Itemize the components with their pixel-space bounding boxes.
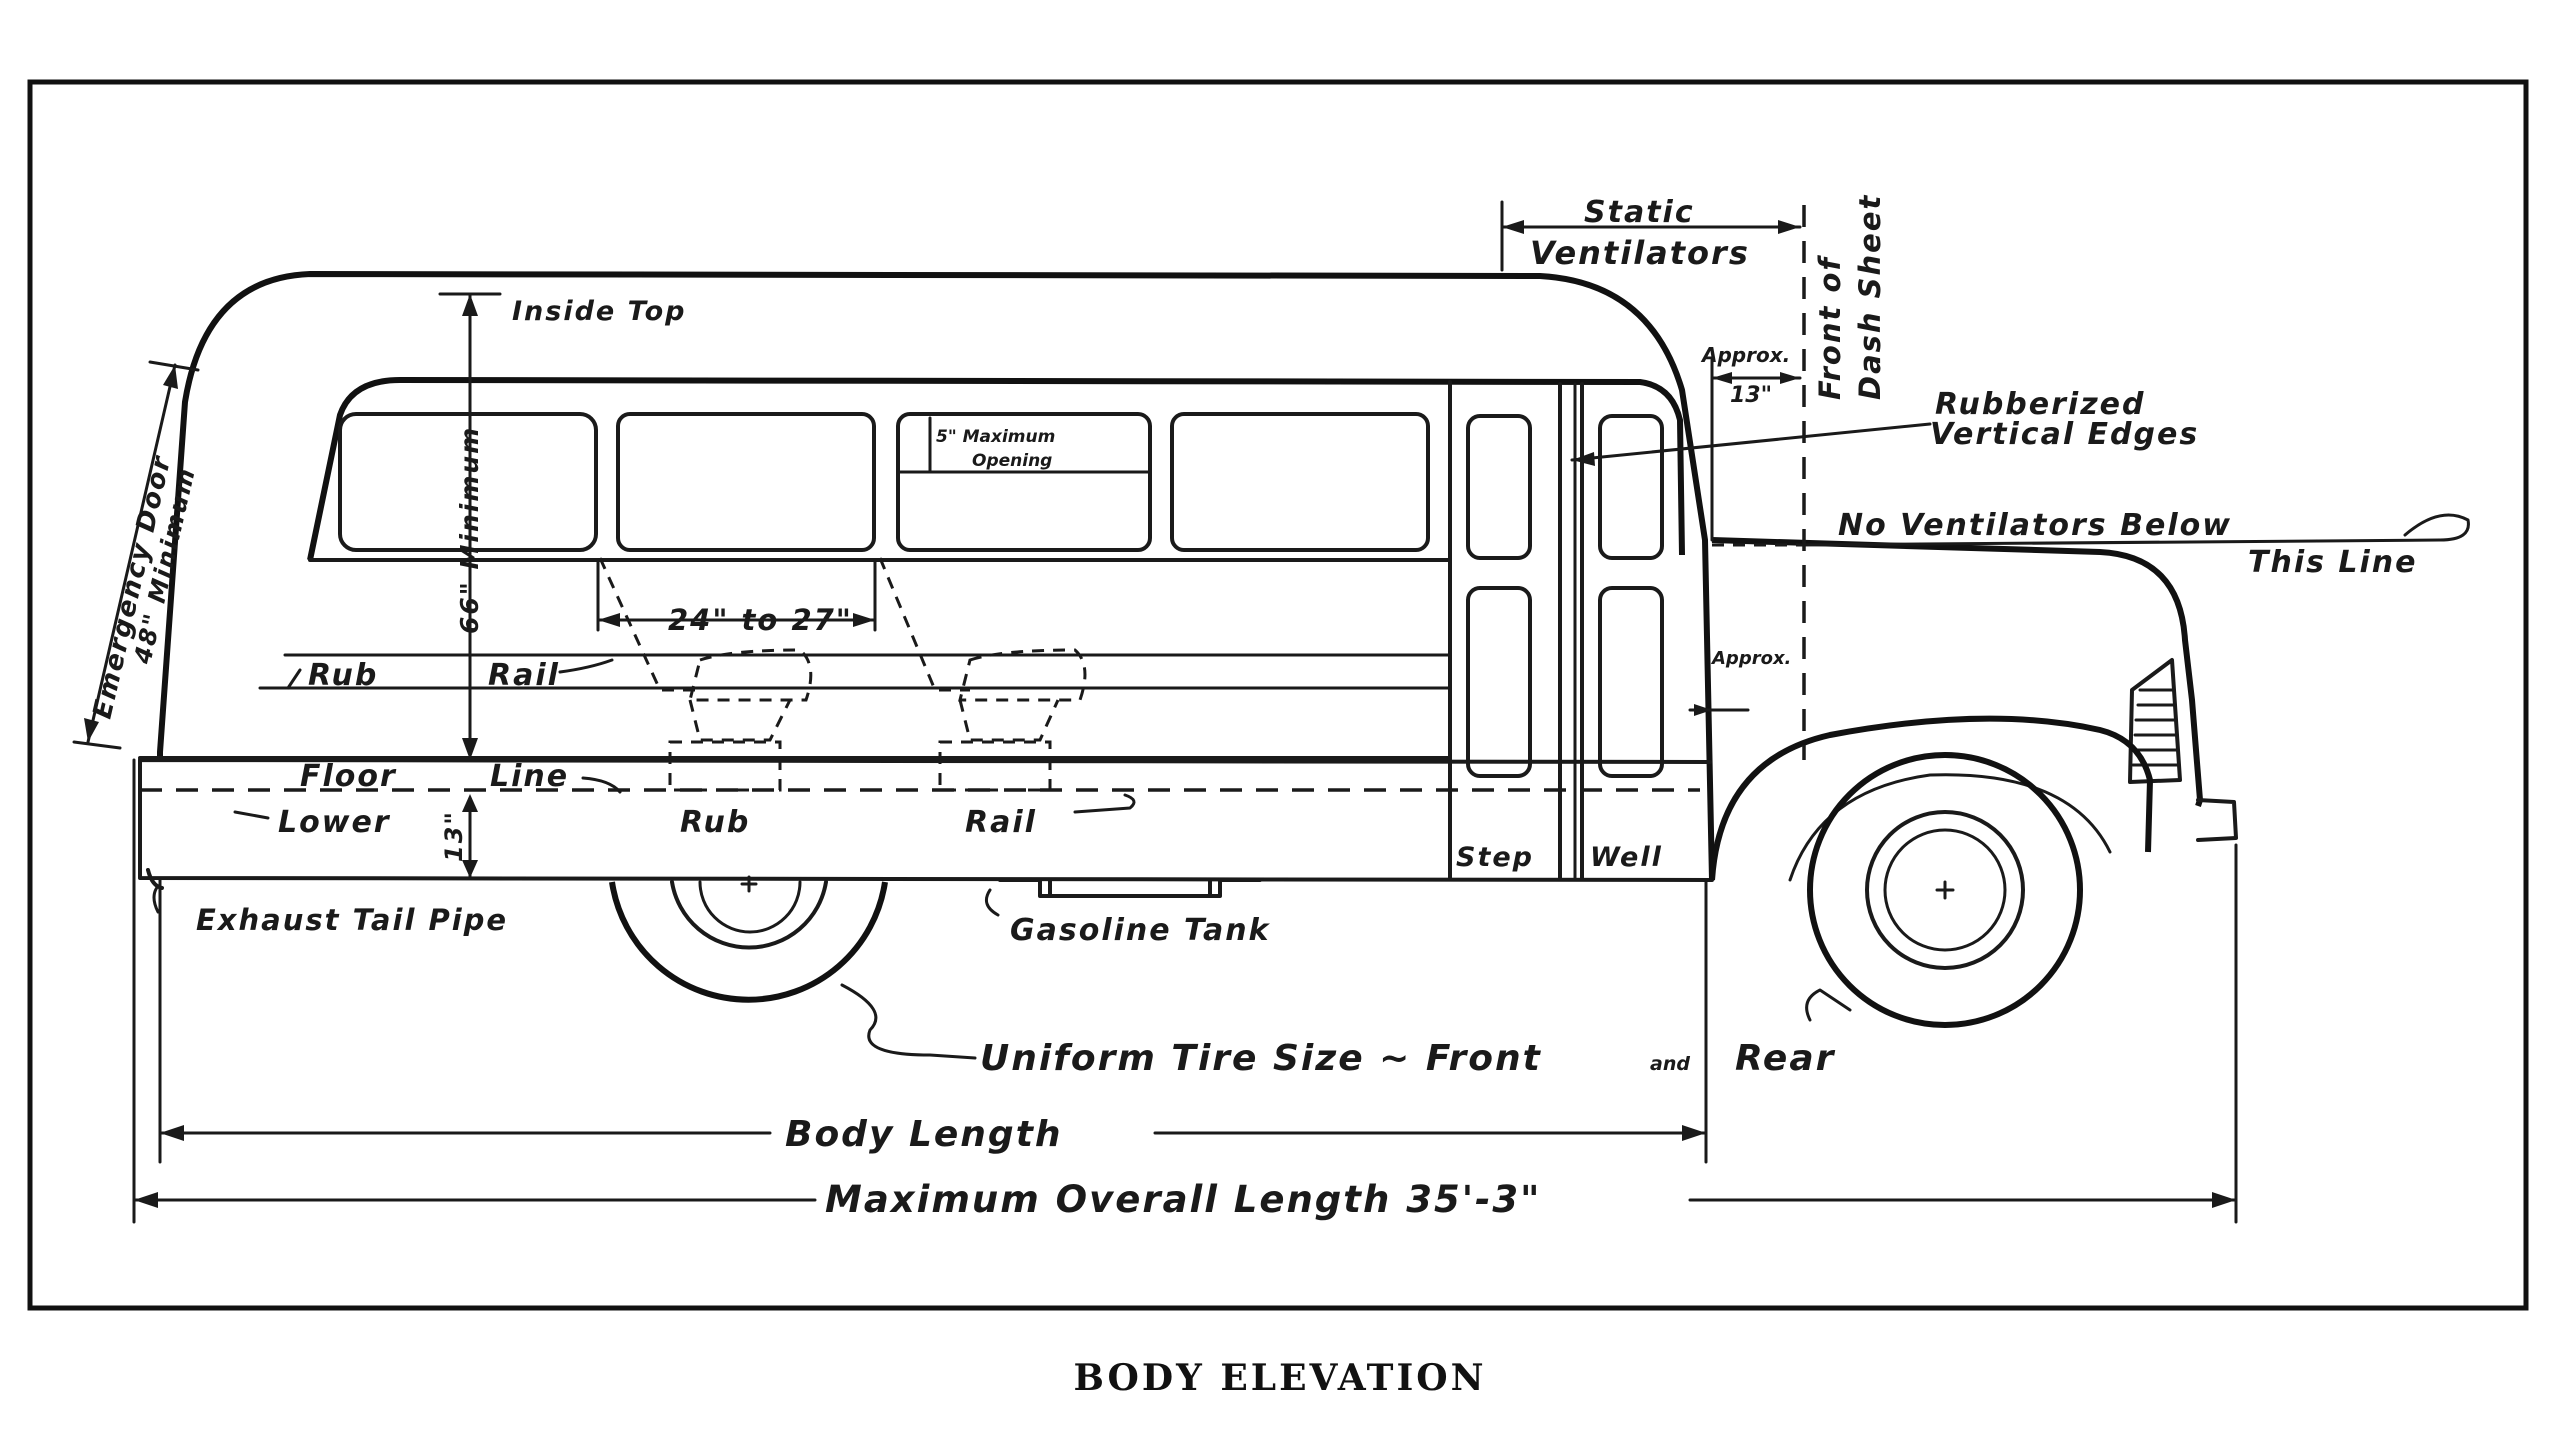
hood-outline [1711,537,2203,807]
label-static: Static [1584,195,1695,230]
label-ventilators: Ventilators [1530,234,1750,272]
seat-1 [598,557,813,792]
label-step: Step [1456,842,1534,873]
label-vertical-edges: Vertical Edges [1930,417,2199,452]
label-lower: Lower [278,805,391,840]
label-window-opening: Opening [972,451,1052,471]
label-exhaust-tail-pipe: Exhaust Tail Pipe [196,903,508,937]
door-glass-3 [1598,414,1664,560]
window-2 [616,412,876,552]
annotation-labels: Inside Top Static Ventilators Front of D… [88,194,2418,1221]
drawing-frame [27,79,2529,1311]
label-floor: Floor [300,759,397,794]
label-this-line: This Line [2248,545,2418,580]
front-bumper [2196,798,2238,842]
label-window-opening-size: 5" Maximum [936,427,1055,447]
tire-leader-front [1805,988,1852,1022]
grille [2128,658,2182,784]
seat-2 [878,557,1087,792]
label-approx-top: Approx. [1700,343,1790,367]
label-gasoline-tank: Gasoline Tank [1010,913,1271,948]
front-wheel [1807,752,2083,1028]
label-dash-sheet: Dash Sheet [1853,194,1887,400]
window-band [307,377,1685,561]
label-uniform-tire: Uniform Tire Size ~ Front [980,1038,1542,1079]
label-well: Well [1590,842,1663,873]
dimension-lines [72,200,2470,1224]
bus-body [138,271,2238,1028]
tire-leader-rear [840,983,977,1060]
window-1 [338,412,598,552]
window-4 [1170,412,1430,552]
door-glass-4 [1598,586,1664,778]
label-approx-side: Approx. [1710,648,1791,669]
rubberized-leader [1570,422,1932,462]
label-rubberized: Rubberized [1935,387,2145,422]
label-inside-top: Inside Top [512,296,686,327]
gasoline-tank-shape [998,878,1262,898]
label-max-overall-length: Maximum Overall Length 35'-3" [825,1178,1541,1221]
label-front-of: Front of [1813,255,1847,400]
label-rail: Rail [488,658,560,693]
no-ventilators-line [1798,538,2442,547]
label-rail-lower: Rail [965,805,1037,840]
body-outline [157,271,1715,881]
door-glass-1 [1466,414,1532,560]
figure-caption: BODY ELEVATION [1073,1357,1486,1399]
label-rub: Rub [308,658,378,693]
door-glass-2 [1466,586,1532,778]
rear-wheel [609,875,888,1003]
label-66-minimum: 66" Minimum [455,426,484,634]
grille-bars [2131,688,2180,767]
label-dim-13: 13" [1730,383,1772,408]
dim-emergency-door [86,363,177,744]
label-body-length: Body Length [785,1114,1063,1155]
label-rub-lower: Rub [680,805,750,840]
front-fender [1709,715,2153,881]
front-fender-inner [1788,773,2112,882]
label-dim-13-vertical: 13" [440,810,468,862]
label-rear: Rear [1735,1038,1836,1079]
label-line: Line [490,759,569,794]
label-and: and [1650,1053,1690,1075]
label-seat-spacing: 24" to 27" [668,603,853,637]
label-no-ventilators-below: No Ventilators Below [1838,508,2232,543]
window-3 [896,412,1152,552]
